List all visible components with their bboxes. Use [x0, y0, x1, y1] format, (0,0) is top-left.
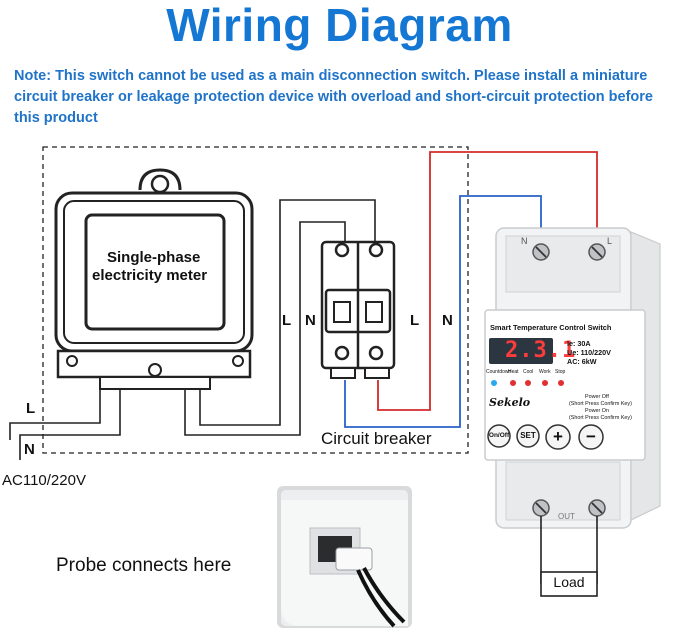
plus-button-label: + — [553, 427, 563, 446]
indicator-dot-stop — [558, 380, 564, 386]
indicator-dot-work — [542, 380, 548, 386]
breaker-out-n-label: N — [442, 312, 453, 329]
black-wires — [9, 199, 376, 460]
dashed-enclosure — [42, 146, 469, 454]
probe-photo — [277, 486, 412, 628]
meter-label-line2: electricity meter — [92, 267, 208, 284]
set-button-label: SET — [520, 431, 536, 440]
lcd-display — [489, 338, 553, 364]
indicator-label-work: Work — [539, 369, 551, 375]
smart-switch-device — [484, 227, 661, 529]
breaker-in-n-label: N — [305, 312, 316, 329]
spec-power: AC: 6kW — [567, 357, 597, 366]
electricity-meter-icon — [54, 168, 254, 390]
power-off-label: Power Off — [585, 394, 609, 400]
plus-button — [545, 424, 571, 450]
circuit-breaker-icon — [320, 240, 396, 379]
spec-voltage: Ue: 110/220V — [567, 348, 611, 357]
device-top-l-label: L — [607, 236, 613, 246]
load-box — [540, 571, 598, 597]
minus-button-label: − — [586, 427, 596, 446]
set-button — [516, 424, 540, 448]
brand-logo: Sekelo — [489, 396, 531, 409]
indicator-label-countdown: Countdown — [486, 369, 512, 375]
breaker-out-l-label: L — [410, 312, 420, 329]
terminal-screw-icon — [532, 499, 550, 517]
supply-n-label: N — [24, 441, 35, 458]
indicator-dot-heat — [510, 380, 516, 386]
installation-note: Note: This switch cannot be used as a ma… — [14, 68, 653, 126]
neutral-wire — [344, 195, 542, 428]
indicator-dot-cool — [525, 380, 531, 386]
spec-current: Ie: 30A — [567, 339, 591, 348]
load-label: Load — [553, 574, 585, 590]
terminal-screw-icon — [588, 499, 606, 517]
power-off-hint: (Short Press Confirm Key) — [569, 401, 632, 407]
indicator-label-stop: Stop — [555, 369, 566, 375]
device-name: Smart Temperature Control Switch — [490, 323, 612, 332]
terminal-screw-icon — [588, 243, 606, 261]
page-title: Wiring Diagram — [166, 0, 513, 51]
breaker-label: Circuit breaker — [321, 429, 432, 448]
on-off-button — [487, 424, 511, 448]
supply-l-label: L — [26, 400, 36, 417]
probe-label: Probe connects here — [56, 555, 232, 576]
indicator-dot-countdown — [491, 380, 497, 386]
terminal-screw-icon — [532, 243, 550, 261]
meter-label-line1: Single-phase — [107, 249, 201, 266]
device-top-n-label: N — [521, 236, 528, 246]
power-on-hint: (Short Press Confirm Key) — [569, 415, 632, 421]
supply-voltage-label: AC110/220V — [2, 472, 86, 489]
on-off-button-label: On/Off — [488, 432, 510, 439]
indicator-label-cool: Cool — [523, 369, 534, 375]
indicator-label-heat: Heat — [508, 369, 519, 375]
breaker-in-l-label: L — [282, 312, 292, 329]
power-on-label: Power On — [585, 408, 609, 414]
device-out-label: OUT — [558, 512, 575, 521]
live-wire — [377, 151, 598, 411]
minus-button — [578, 424, 604, 450]
display-digits: 2.3.1 — [505, 338, 577, 363]
